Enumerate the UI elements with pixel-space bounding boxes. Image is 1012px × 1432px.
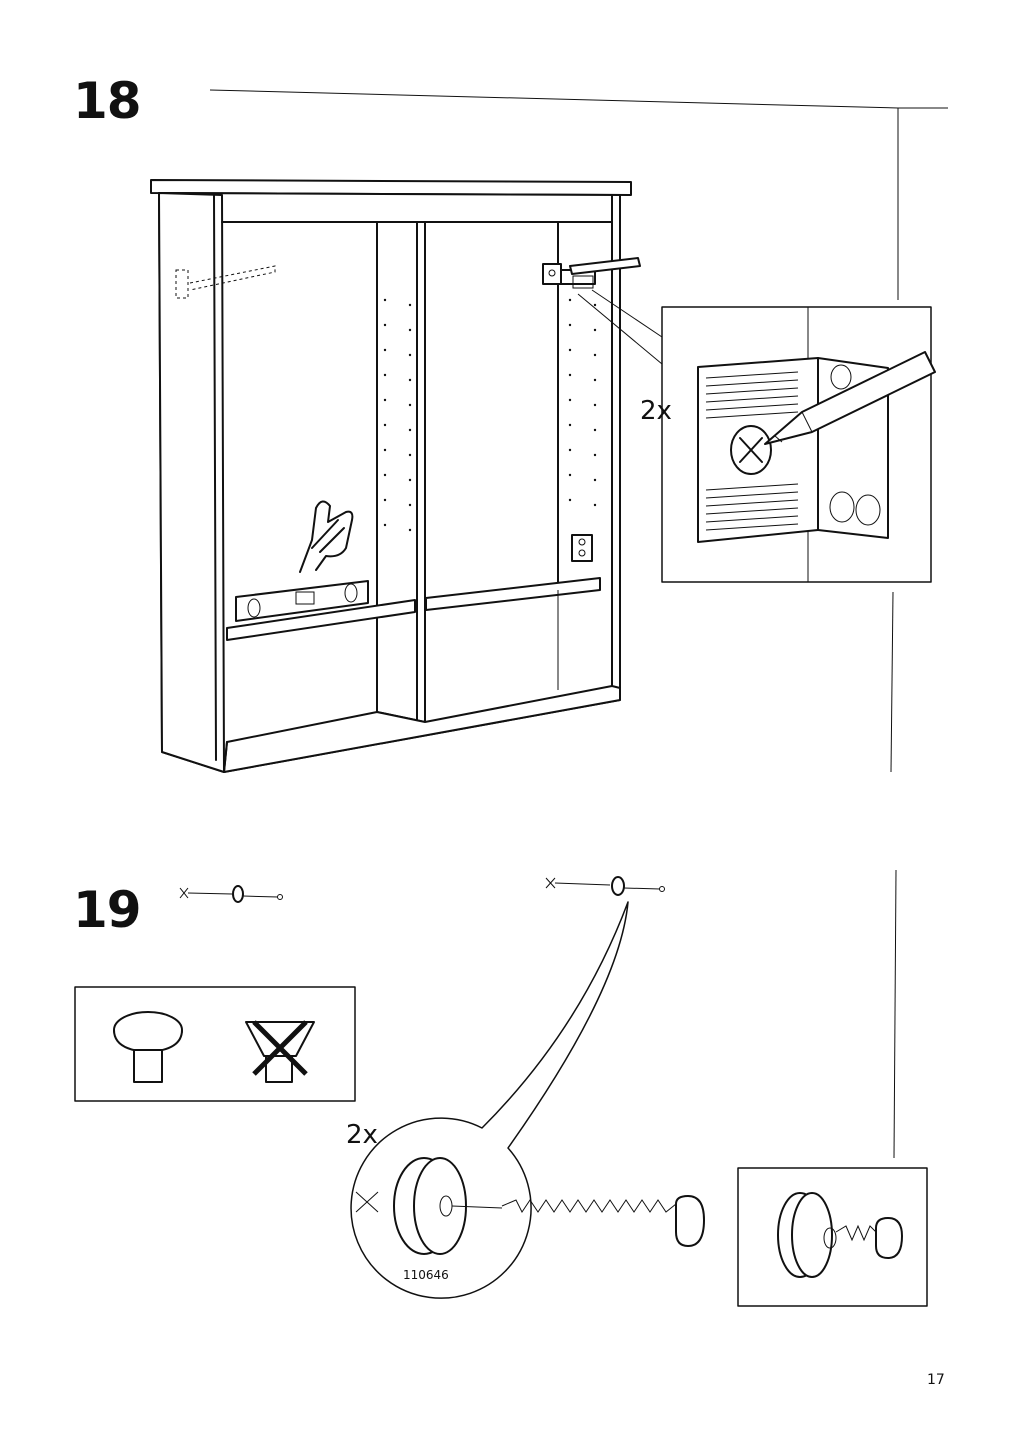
wall-icon <box>209 89 948 773</box>
cabinet-icon <box>150 179 632 773</box>
hinge-icon <box>571 534 593 562</box>
screw-icon <box>179 885 283 903</box>
screw-icon <box>451 1195 705 1247</box>
part-number: 110646 <box>403 1268 449 1282</box>
mounting-bracket-icon <box>542 257 641 289</box>
quantity-label: 2x <box>346 1120 378 1150</box>
pencil-icon <box>764 351 936 445</box>
screw-head-comparison-box <box>74 986 356 1102</box>
wrong-screw-head-icon <box>245 1020 315 1083</box>
step-number-18: 18 <box>73 72 142 130</box>
spirit-level-icon <box>235 580 369 622</box>
correct-screw-head-icon <box>113 1011 183 1083</box>
quantity-label: 2x <box>640 396 672 426</box>
cross-mark-icon <box>252 1020 308 1076</box>
hand-pointing-icon <box>299 500 354 573</box>
mounting-bracket-icon <box>175 265 276 299</box>
screw-icon <box>545 876 665 896</box>
step-number-19: 19 <box>73 881 142 939</box>
page-number: 17 <box>927 1372 945 1388</box>
result-detail-box <box>737 1167 928 1307</box>
zoom-callout <box>350 901 629 1299</box>
wall-plug-icon <box>355 1157 467 1255</box>
shelf-pin-holes <box>383 298 597 532</box>
bracket-detail-box <box>661 306 932 583</box>
